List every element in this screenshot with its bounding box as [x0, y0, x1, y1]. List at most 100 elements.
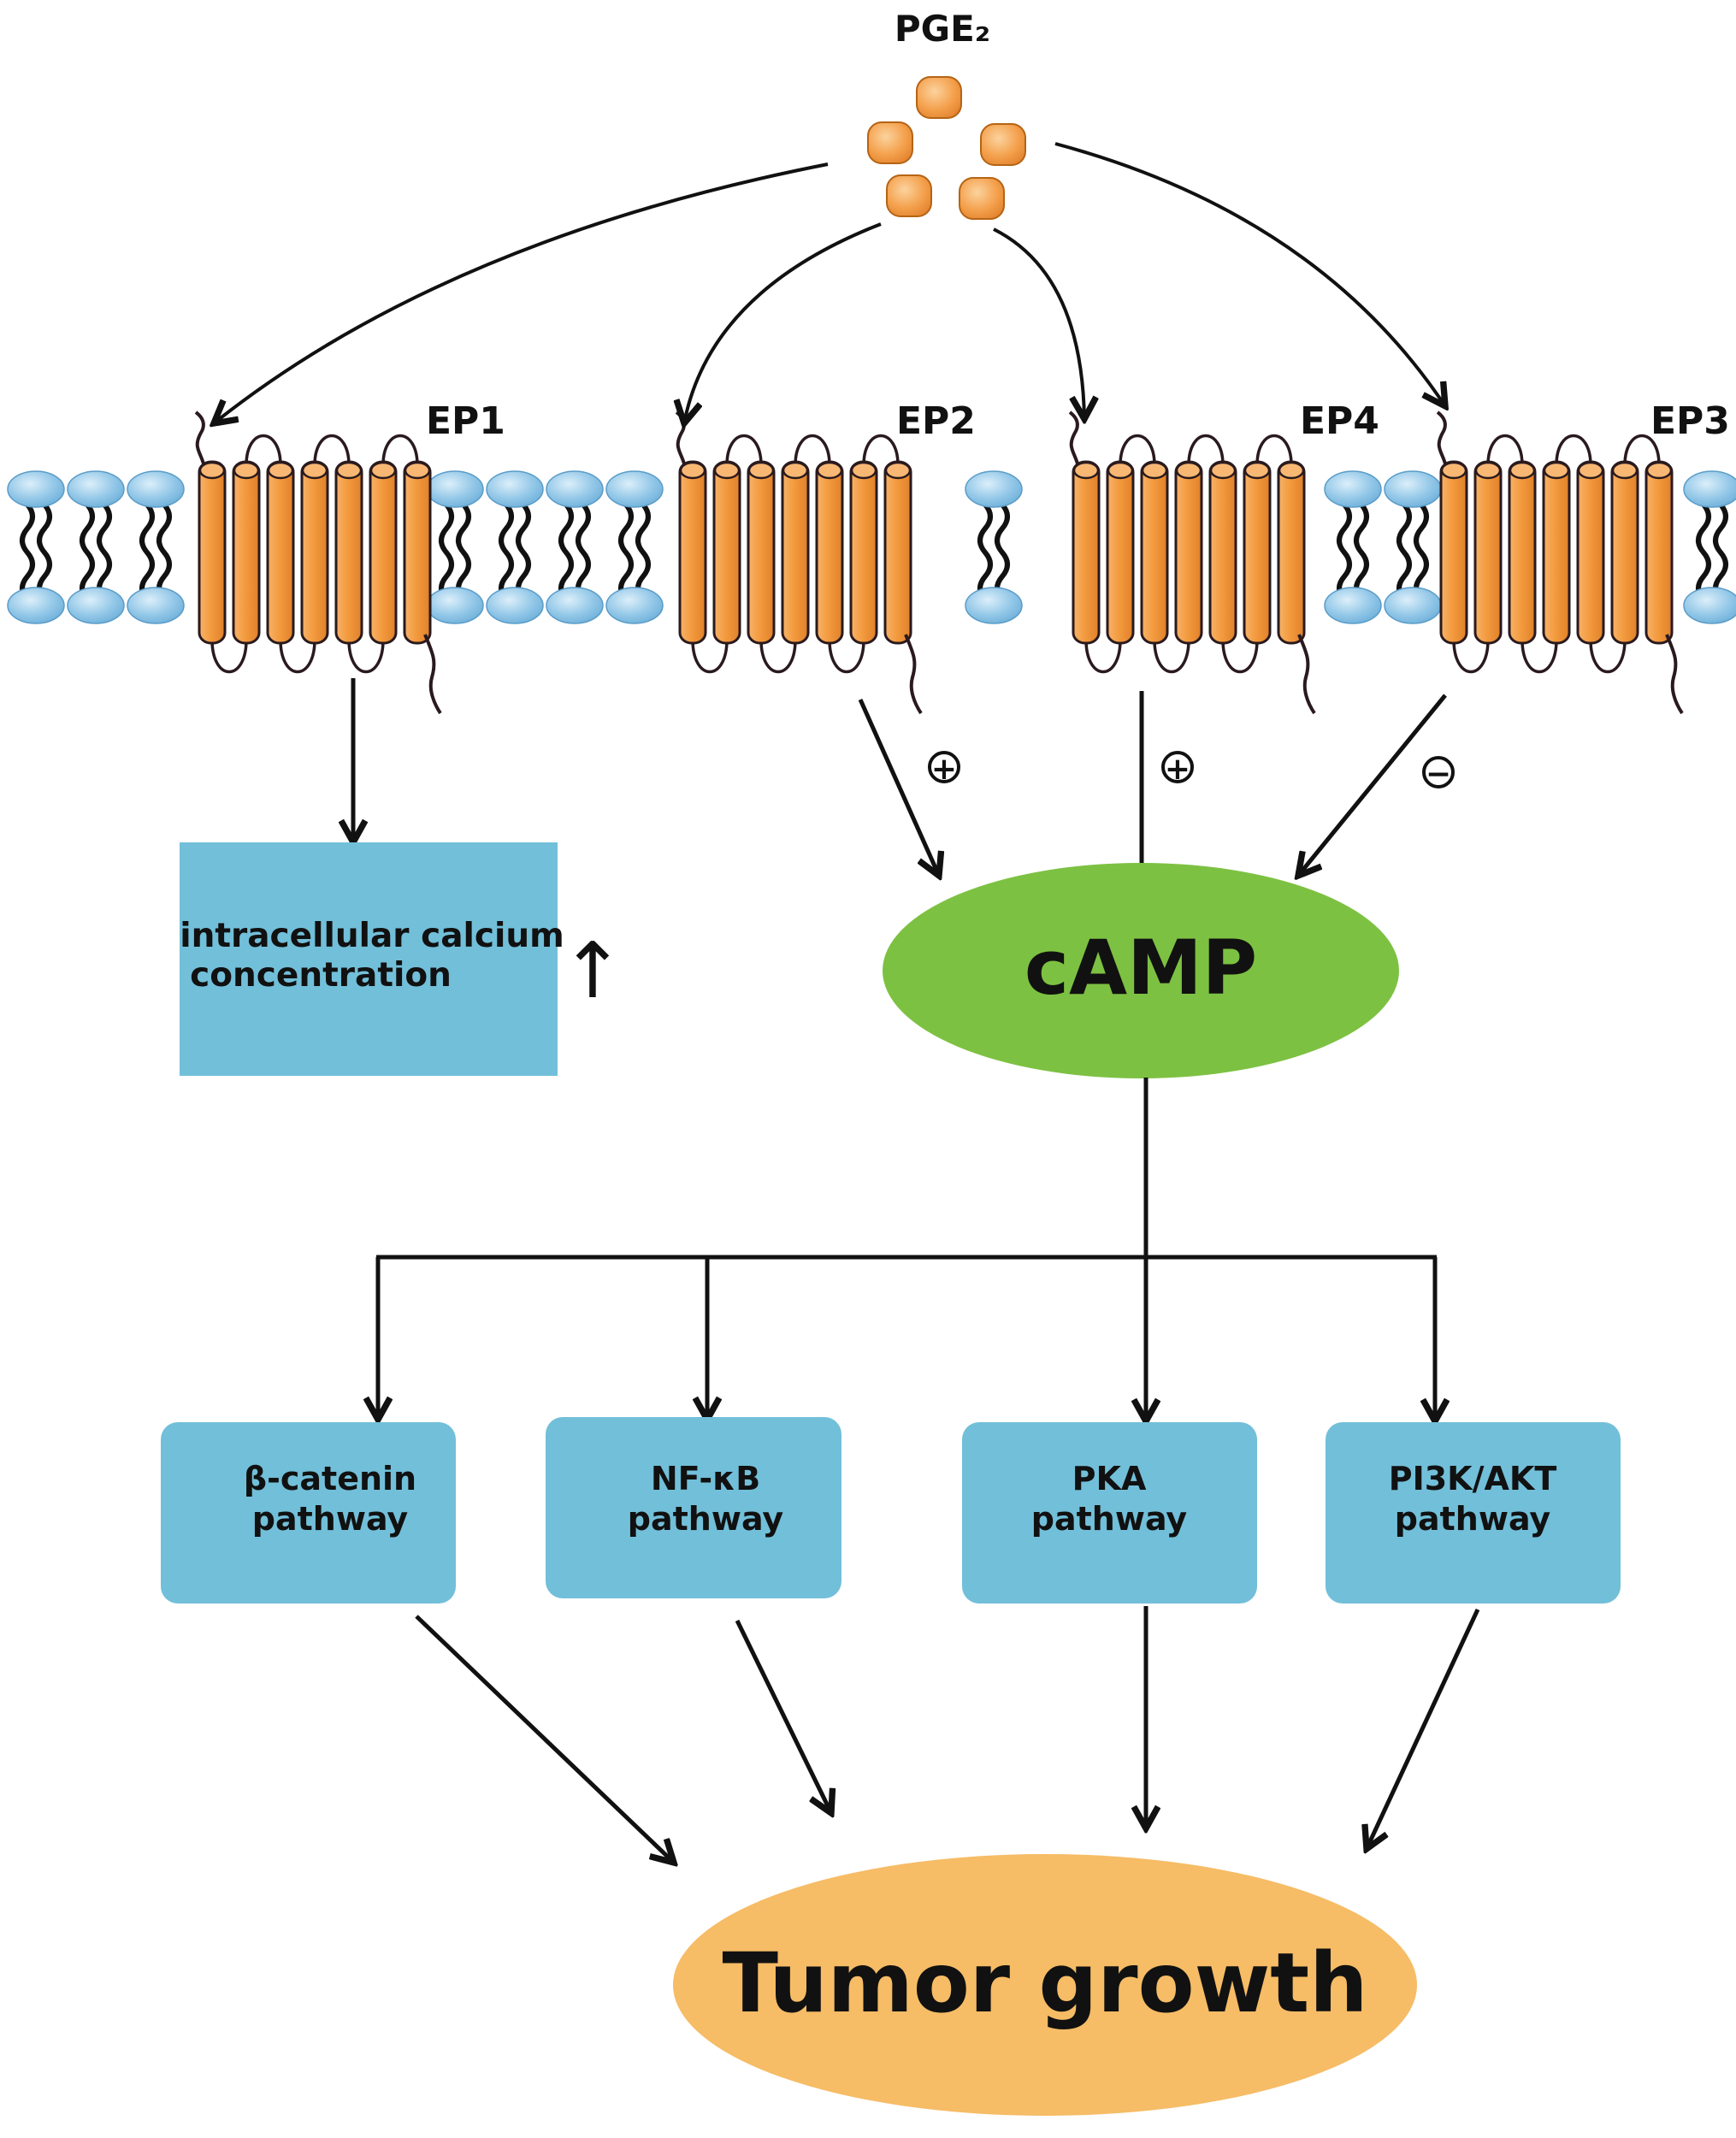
transmembrane-helix: [883, 460, 912, 645]
camp-node: [883, 863, 1399, 1078]
ep1-label: EP1: [426, 399, 505, 443]
arrow-pge2-to-ep3: [1054, 142, 1445, 406]
arrow-beta-catenin-to-tumor: [415, 1615, 674, 1863]
lipid-head: [7, 470, 65, 508]
intracellular-loop: [1520, 639, 1558, 674]
lipid-tail: [139, 503, 155, 602]
transmembrane-helix: [369, 460, 398, 645]
intracellular-loop: [759, 639, 797, 674]
pathway-box: [546, 1417, 841, 1598]
helix-top: [1577, 461, 1604, 480]
pathway-line2: pathway: [628, 1500, 784, 1538]
ep3-label: EP3: [1650, 399, 1730, 443]
lipid-tail: [1337, 503, 1352, 602]
helix-top: [1243, 461, 1271, 480]
lipid-tail: [1396, 503, 1412, 602]
helix-top: [233, 461, 260, 480]
transmembrane-helix: [781, 460, 810, 645]
pathway-line2: pathway: [252, 1500, 409, 1538]
transmembrane-helix: [712, 460, 741, 645]
tumor-growth-node: [673, 1854, 1417, 2116]
transmembrane-helix: [300, 460, 329, 645]
lipid-tail: [499, 503, 514, 602]
helix-top: [301, 461, 328, 480]
pge2-molecule: [886, 174, 932, 217]
camp-label: cAMP: [1024, 924, 1257, 1012]
ep4-receptor: [1068, 410, 1316, 715]
c-terminus: [904, 634, 923, 715]
pathway-pka: PKA pathway: [962, 1422, 1257, 1604]
lipid-head: [67, 470, 125, 508]
lipid-head: [1683, 470, 1736, 508]
extracellular-loop: [313, 434, 351, 466]
lipid-head: [1683, 587, 1736, 624]
n-terminus: [194, 410, 206, 468]
helix-top: [1474, 461, 1502, 480]
c-terminus: [1665, 634, 1684, 715]
arrow-pi3k-to-tumor: [1367, 1608, 1480, 1849]
lipid-head: [546, 587, 604, 624]
intracellular-loop: [828, 639, 865, 674]
pathway-box: [161, 1422, 456, 1604]
transmembrane-helix: [1106, 460, 1135, 645]
helix-top: [1611, 461, 1639, 480]
extracellular-loop: [1486, 434, 1524, 466]
lipid-head: [7, 587, 65, 624]
extracellular-loop: [1255, 434, 1293, 466]
intracellular-loop: [1084, 639, 1122, 674]
lipid-head: [127, 587, 185, 624]
pge2-molecule: [959, 177, 1005, 220]
transmembrane-helix: [1473, 460, 1503, 645]
transmembrane-helix: [1277, 460, 1306, 645]
lipid-tail: [80, 503, 95, 602]
helix-top: [1072, 461, 1100, 480]
ep3-effect-sign: −: [1422, 756, 1455, 792]
lipid-tail: [995, 503, 1010, 602]
lipid-tail: [156, 503, 172, 602]
intracellular-loop: [1589, 639, 1627, 674]
transmembrane-helix: [232, 460, 261, 645]
lipid-head: [605, 470, 664, 508]
helix-top: [713, 461, 741, 480]
lipid-tail: [635, 503, 651, 602]
pge2-molecule: [867, 121, 913, 164]
ep2-effect-text: +: [931, 752, 957, 787]
lipid-head: [965, 587, 1023, 624]
lipid-tail: [618, 503, 634, 602]
transmembrane-helix: [1208, 460, 1237, 645]
helix-top: [1278, 461, 1305, 480]
extracellular-loop: [862, 434, 900, 466]
lipid-head: [426, 587, 484, 624]
extracellular-loop: [381, 434, 419, 466]
lipid-head: [1324, 587, 1382, 624]
transmembrane-helix: [678, 460, 707, 645]
c-terminus: [1297, 634, 1316, 715]
transmembrane-helix: [334, 460, 363, 645]
transmembrane-helix: [266, 460, 295, 645]
c-terminus: [423, 634, 442, 715]
helix-top: [1543, 461, 1570, 480]
extracellular-loop: [245, 434, 282, 466]
lipid-head: [486, 470, 544, 508]
ep4-effect-sign: +: [1161, 751, 1194, 787]
intracellular-loop: [1153, 639, 1190, 674]
lipid-head: [1324, 470, 1382, 508]
calcium-box-line1: intracellular calcium: [180, 917, 564, 955]
lipid-tail: [516, 503, 531, 602]
transmembrane-helix: [1243, 460, 1272, 645]
extracellular-loop: [1119, 434, 1156, 466]
transmembrane-helix: [198, 460, 227, 645]
lipid-tail: [1354, 503, 1369, 602]
ep3-receptor: [1436, 410, 1684, 715]
lipid-tail: [558, 503, 574, 602]
transmembrane-helix: [1072, 460, 1101, 645]
calcium-box: [180, 842, 558, 1076]
pge2-molecule: [916, 76, 962, 119]
transmembrane-helix: [747, 460, 776, 645]
extracellular-loop: [794, 434, 831, 466]
arrow-pge2-to-ep4: [993, 227, 1084, 419]
lipid-tail: [1696, 503, 1711, 602]
transmembrane-helix: [1140, 460, 1169, 645]
pathway-line2: pathway: [1395, 1500, 1551, 1538]
